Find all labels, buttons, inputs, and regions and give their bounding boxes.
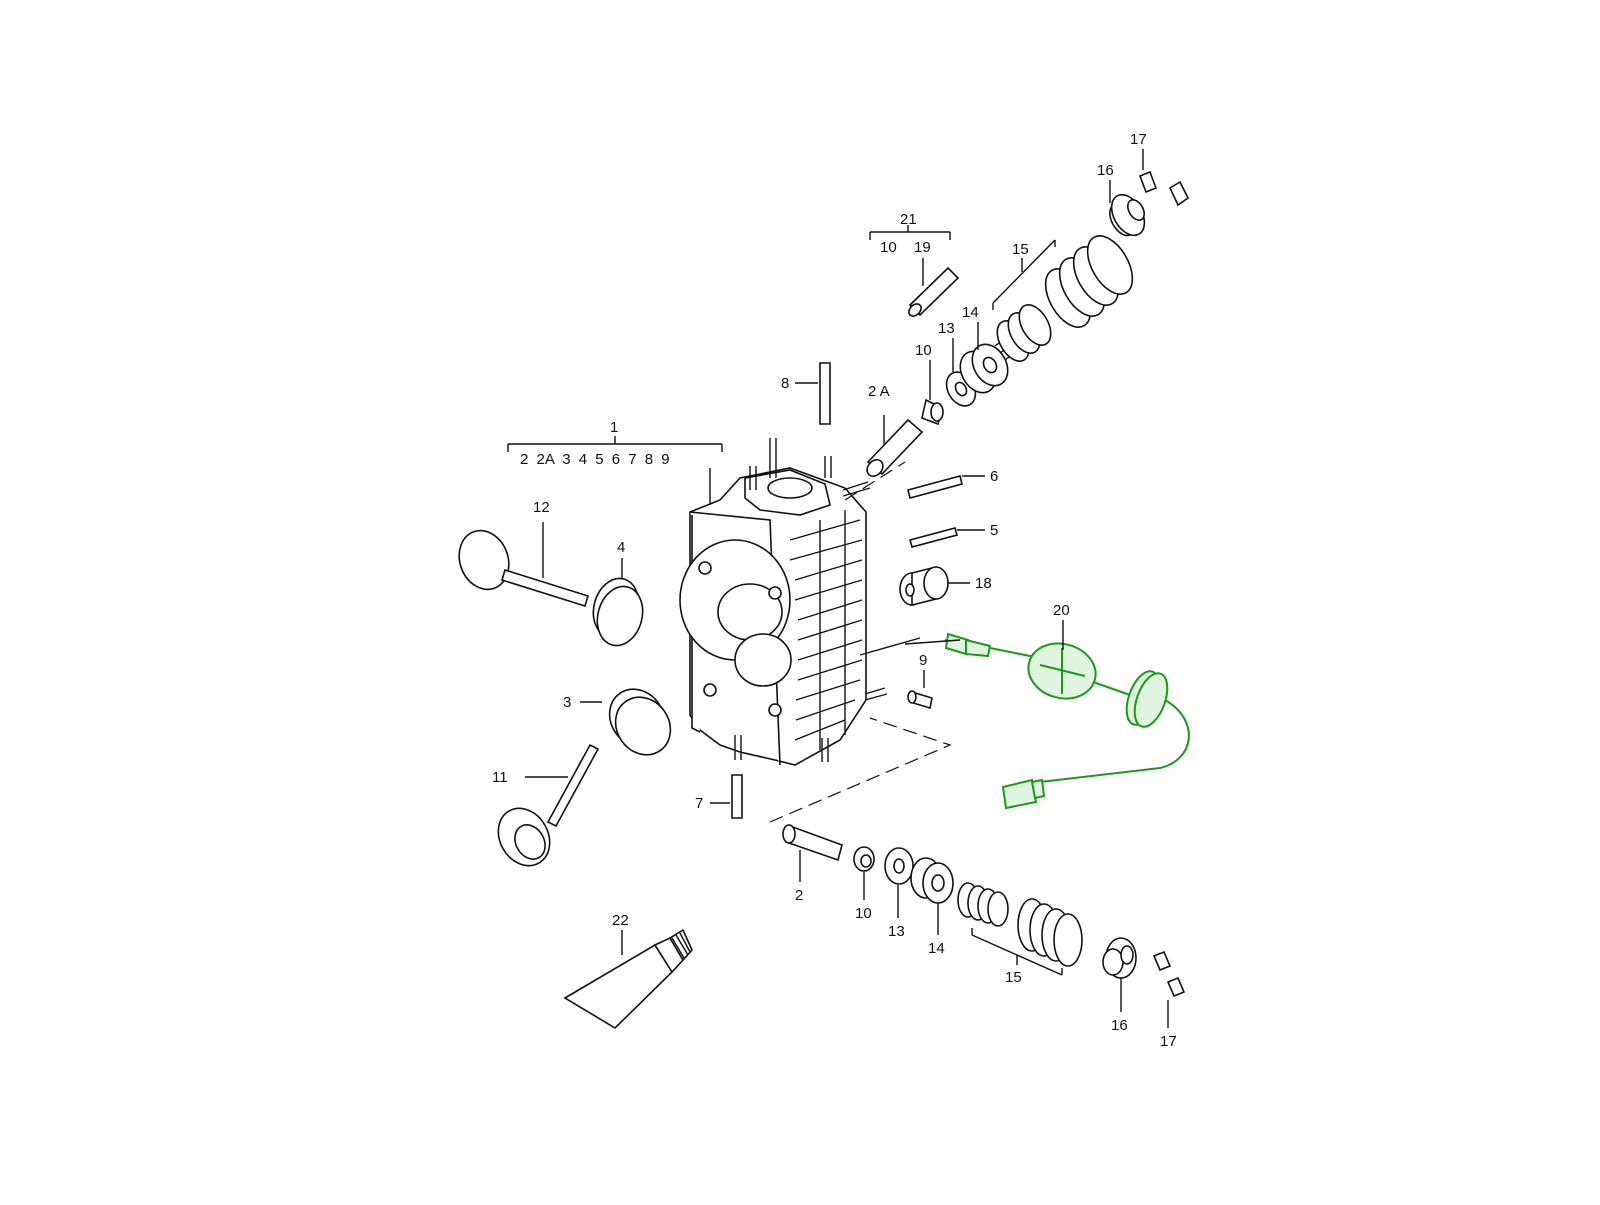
part-14-spring-seat-top[interactable] <box>953 338 1015 399</box>
label-5: 5 <box>990 522 998 539</box>
label-18: 18 <box>975 575 992 592</box>
part-14-spring-seat-bottom[interactable] <box>910 857 954 904</box>
label-16-bottom: 16 <box>1111 1017 1128 1034</box>
label-22: 22 <box>612 912 629 929</box>
part-11-exhaust-valve[interactable] <box>488 743 600 875</box>
part-3-valve-seat[interactable] <box>598 679 681 766</box>
part-13-washer-bottom[interactable] <box>884 847 914 885</box>
label-21-sub-10: 10 <box>880 239 897 256</box>
axis-line-lower <box>769 717 952 823</box>
part-17-keepers-bottom[interactable] <box>1152 950 1186 998</box>
label-1: 1 <box>610 419 618 436</box>
part-15-springs-top[interactable] <box>991 228 1142 366</box>
part-2-valve-guide-lower[interactable] <box>782 824 843 862</box>
part-15-springs-bottom[interactable] <box>957 882 1083 967</box>
part-12-intake-valve[interactable] <box>451 524 589 608</box>
part-17-keepers-top[interactable] <box>1138 170 1190 207</box>
label-13-top: 13 <box>938 320 955 337</box>
label-8: 8 <box>781 375 789 392</box>
part-6-stud[interactable] <box>907 475 963 499</box>
part-9-dowel[interactable] <box>907 690 933 710</box>
part-10-seal-bottom[interactable] <box>853 846 875 872</box>
label-4: 4 <box>617 539 625 556</box>
label-20: 20 <box>1053 602 1070 619</box>
label-9: 9 <box>919 652 927 669</box>
leader-15-top <box>992 239 1056 310</box>
part-16-retainer-bottom[interactable] <box>1102 937 1137 979</box>
label-2: 2 <box>795 887 803 904</box>
part-18-plug[interactable] <box>899 565 949 607</box>
part-19-pin[interactable] <box>907 266 960 318</box>
label-2A: 2 A <box>868 383 890 400</box>
bracket-group-21 <box>869 225 951 240</box>
label-14-top: 14 <box>962 304 979 321</box>
label-11: 11 <box>492 769 508 786</box>
part-22-sealant-tube[interactable] <box>563 928 693 1030</box>
part-7-stud[interactable] <box>731 774 743 819</box>
leader-sensor-hole <box>859 637 961 656</box>
leader-15-bottom <box>971 928 1063 976</box>
part-16-retainer-top[interactable] <box>1105 189 1151 241</box>
label-3: 3 <box>563 694 571 711</box>
part-8-stud[interactable] <box>819 362 831 425</box>
part-1-cylinder-head[interactable] <box>679 438 888 766</box>
part-5-stud[interactable] <box>909 527 958 548</box>
label-16-top: 16 <box>1097 162 1114 179</box>
label-7: 7 <box>695 795 703 812</box>
label-21: 21 <box>900 211 917 228</box>
part-10-seal-top[interactable] <box>921 398 944 426</box>
bracket-group-1 <box>507 436 723 452</box>
label-17-top: 17 <box>1130 131 1147 148</box>
label-6: 6 <box>990 468 998 485</box>
part-2A-valve-guide-upper[interactable] <box>864 418 924 479</box>
label-15-top: 15 <box>1012 241 1029 258</box>
label-15-bottom: 15 <box>1005 969 1022 986</box>
label-17-bottom: 17 <box>1160 1033 1177 1050</box>
label-19: 19 <box>914 239 931 256</box>
label-12: 12 <box>533 499 550 516</box>
label-1-sub: 2 2A 3 4 5 6 7 8 9 <box>520 451 670 468</box>
label-14-bottom: 14 <box>928 940 945 957</box>
part-20-temperature-sensor[interactable] <box>944 632 1190 810</box>
axis-line-upper <box>844 461 906 501</box>
label-13-bottom: 13 <box>888 923 905 940</box>
label-10-bottom: 10 <box>855 905 872 922</box>
label-10-top: 10 <box>915 342 932 359</box>
part-4-valve-seat[interactable] <box>587 573 649 650</box>
